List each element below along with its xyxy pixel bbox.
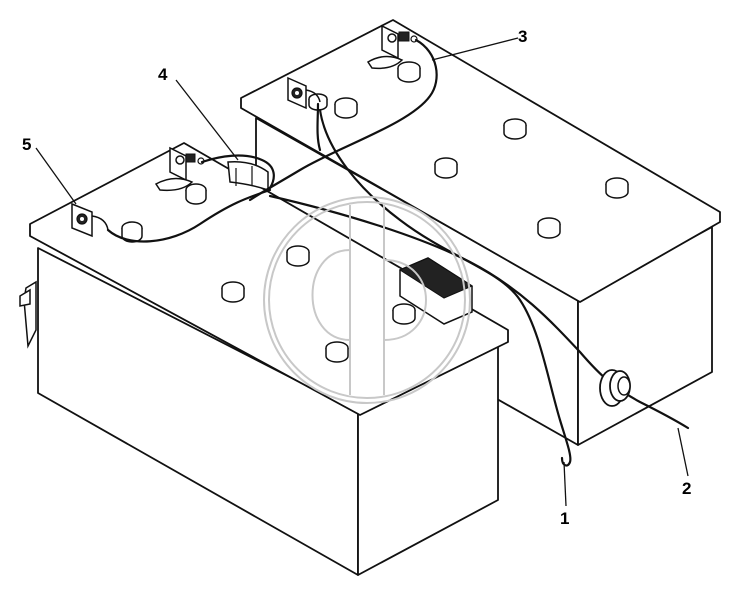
cap <box>434 157 458 179</box>
wire-1-main <box>318 108 572 467</box>
cap <box>221 281 245 303</box>
wiring <box>106 38 690 467</box>
rear-battery-caps <box>308 61 629 239</box>
side-clamp <box>19 280 37 349</box>
front-terminal-right <box>154 146 205 192</box>
front-battery <box>19 142 509 576</box>
callout-4: 4 <box>158 65 168 84</box>
wire-rear-bridge <box>248 38 438 202</box>
cap <box>308 93 328 111</box>
cap <box>334 97 358 119</box>
callout-1: 1 <box>560 509 569 528</box>
cap <box>537 217 561 239</box>
front-battery-lid-edge <box>29 235 509 416</box>
rear-battery-lid-edge <box>240 107 721 303</box>
cap <box>503 118 527 140</box>
cap <box>185 183 207 205</box>
leader-4 <box>175 79 239 161</box>
cap <box>325 341 349 363</box>
cap <box>121 221 143 243</box>
wire-rear-terminal-down <box>316 102 322 152</box>
grommet <box>599 369 631 407</box>
leader-2 <box>677 427 689 477</box>
cap <box>397 61 421 83</box>
leader-5 <box>35 147 77 205</box>
cap <box>286 245 310 267</box>
front-battery-caps <box>121 183 416 363</box>
callout-2: 2 <box>682 479 691 498</box>
callout-3: 3 <box>518 27 527 46</box>
cap <box>605 177 629 199</box>
callout-5: 5 <box>22 135 31 154</box>
front-terminal-left <box>71 202 109 238</box>
rear-terminal-left <box>287 76 321 110</box>
leader-3 <box>431 37 519 61</box>
wire-4-top <box>200 154 275 190</box>
callout-labels: 3 4 5 1 2 <box>22 27 691 528</box>
watermark-logo <box>263 196 471 404</box>
leader-lines <box>35 37 689 507</box>
wire-2-main <box>268 194 690 430</box>
rear-terminal-right <box>366 24 418 70</box>
leader-1 <box>563 461 567 507</box>
cap <box>392 303 416 325</box>
wire-front-bridge <box>106 188 272 243</box>
